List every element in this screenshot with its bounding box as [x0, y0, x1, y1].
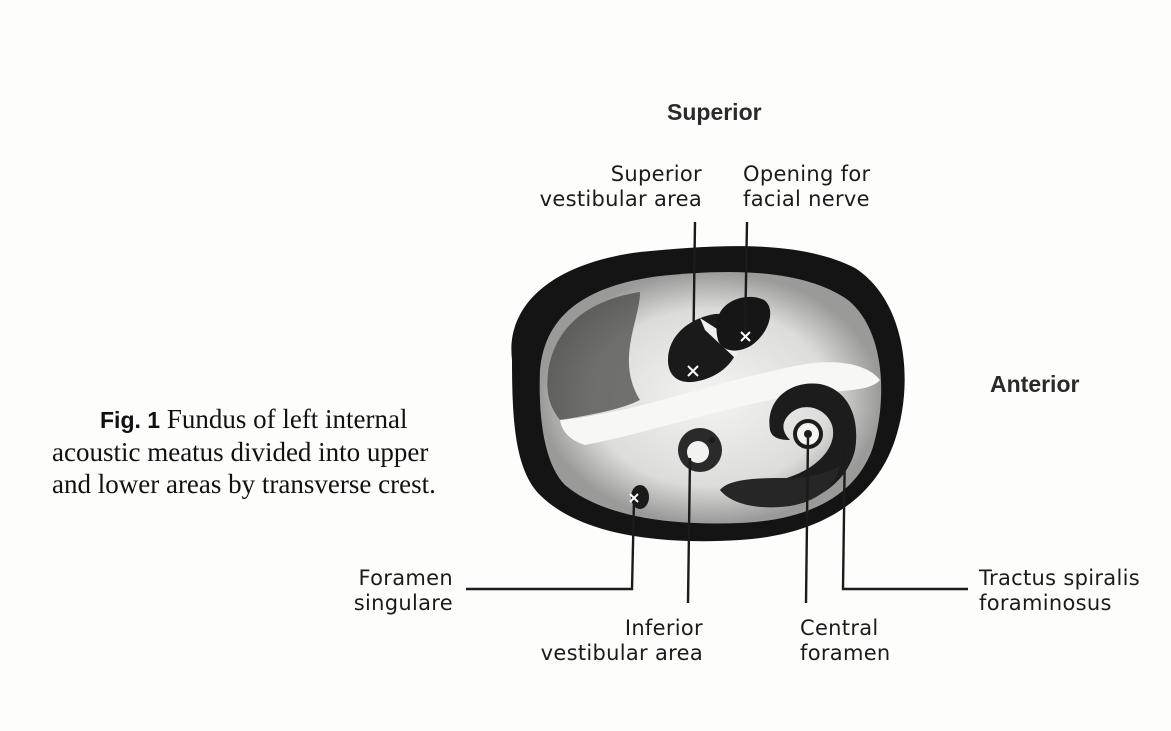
label-superior-vestibular-area: Superior vestibular area — [539, 162, 702, 211]
inferior-vestibular-center — [687, 441, 709, 463]
label-tractus-spiralis: Tractus spiralis foraminosus — [979, 566, 1140, 615]
leader-tractus-spiralis — [841, 439, 968, 591]
transverse-crest — [560, 362, 880, 445]
label-foramen-singulare: Foramen singulare — [353, 566, 453, 615]
figure-caption: Fig. 1 Fundus of left internal acoustic … — [52, 403, 502, 500]
foramen-singulare-pit — [631, 485, 649, 509]
central-foramen-dot — [804, 430, 812, 438]
inferior-vestibular-dot — [709, 437, 715, 443]
leader-facial-nerve — [743, 221, 749, 339]
upper-left-shadow — [547, 292, 640, 420]
caption-line-3: and lower areas by transverse crest. — [52, 469, 436, 499]
leader-inferior-vestibular — [686, 457, 692, 604]
caption-line-1: Fig. 1 Fundus of left internal — [100, 404, 408, 434]
leader-central-foramen — [804, 437, 810, 604]
caption-line-2: acoustic meatus divided into upper — [52, 437, 429, 467]
facial-nerve-pit — [716, 296, 771, 351]
label-opening-facial-nerve: Opening for facial nerve — [743, 162, 871, 211]
label-central-foramen: Central foramen — [800, 616, 891, 665]
orientation-superior: Superior — [667, 99, 762, 125]
leader-superior-vestibular — [691, 221, 697, 373]
leader-lines — [466, 221, 968, 604]
x-markers — [629, 331, 751, 503]
label-inferior-vestibular-area: Inferior vestibular area — [540, 616, 703, 665]
cochlear-basal-turn — [720, 466, 840, 508]
leader-foramen-singulare — [466, 499, 636, 591]
orientation-anterior: Anterior — [990, 371, 1080, 397]
figure-number: Fig. 1 — [100, 407, 161, 433]
